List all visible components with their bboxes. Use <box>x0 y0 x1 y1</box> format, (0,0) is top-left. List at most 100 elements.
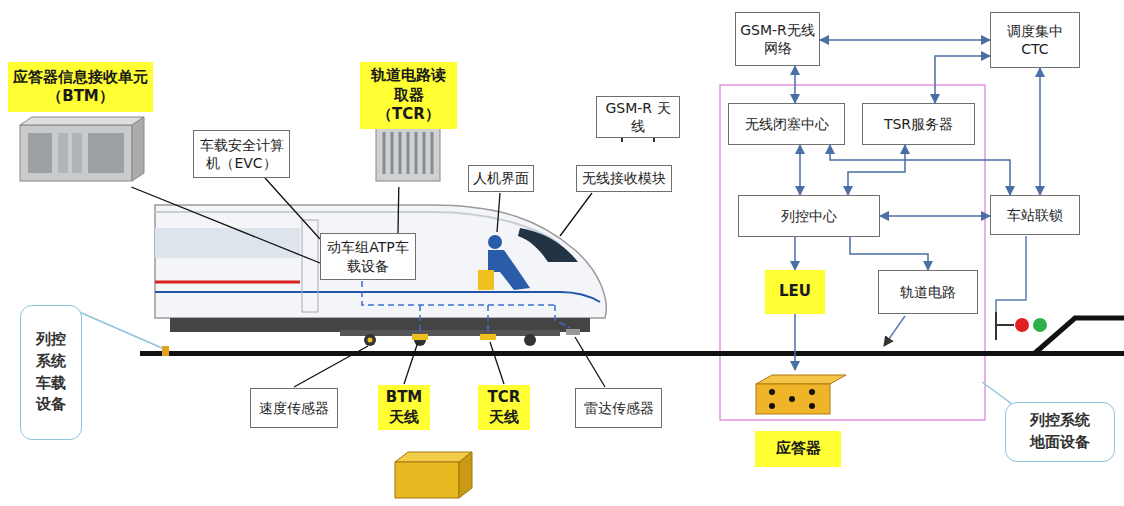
ground-region <box>720 85 985 420</box>
node-text: 列控系统地面设备 <box>1028 410 1092 454</box>
node-text: BTM 天线 <box>382 388 426 427</box>
process-box: 车站联锁 <box>990 195 1080 235</box>
btm-antenna-side <box>459 452 472 498</box>
connector <box>820 39 990 41</box>
connector <box>131 187 320 263</box>
process-box: 调度集中 CTC <box>990 12 1080 68</box>
train-red-stripe <box>155 281 300 284</box>
balise-top <box>756 375 846 384</box>
train-body <box>155 205 606 318</box>
callout-bubble: 列控系统车载设备 <box>20 305 82 440</box>
rail-track <box>140 351 1124 356</box>
balise-dot <box>809 389 815 395</box>
leader-line <box>490 342 504 384</box>
leader-line <box>294 346 368 387</box>
node-text: 无线闭塞中心 <box>745 115 829 133</box>
btm-device-panel <box>72 133 82 173</box>
node-text: 轨道电路 <box>900 283 956 301</box>
leader-line <box>560 193 592 236</box>
label-box: GSM-R 天线 <box>596 96 680 138</box>
wheel <box>364 334 376 346</box>
balise-dot <box>789 396 795 402</box>
driver-seat <box>478 270 494 290</box>
track-feed-line <box>884 316 905 346</box>
yellow-label: 应答器 <box>750 370 846 467</box>
balise-dot <box>769 389 775 395</box>
connector <box>265 178 320 239</box>
process-box: TSR服务器 <box>862 103 975 145</box>
callout-tail <box>70 308 162 348</box>
label-box: 车载安全计算机（EVC） <box>193 130 290 178</box>
process-box: 列控中心 <box>738 195 880 237</box>
connector <box>850 237 928 270</box>
connector <box>799 145 801 195</box>
driver-body <box>488 250 530 290</box>
node-text: 列控中心 <box>781 207 837 225</box>
process-box: 动车组ATP车载设备 <box>320 233 416 280</box>
btm-device-top <box>20 117 144 125</box>
btm-device <box>20 125 132 181</box>
leader-line <box>497 193 500 232</box>
connector <box>880 215 990 217</box>
btm-device-panel <box>88 133 124 173</box>
yellow-label: LEU <box>765 270 825 314</box>
undercarriage <box>170 318 590 332</box>
label-box: 速度传感器 <box>250 388 338 428</box>
signal-wire <box>996 236 1026 312</box>
node-text: 调度集中 CTC <box>994 22 1076 58</box>
connector <box>1039 68 1041 195</box>
driver-head <box>488 235 502 249</box>
label-box: 雷达传感器 <box>575 388 662 428</box>
node-text: 车载安全计算机（EVC） <box>197 136 286 172</box>
branch-track <box>1035 318 1124 353</box>
track-marker <box>162 346 169 356</box>
node-text: GSM-R 天线 <box>600 99 676 135</box>
yellow-label: 应答器信息接收单元（BTM） <box>8 62 153 187</box>
windshield <box>518 228 578 262</box>
node-text: 列控系统车载设备 <box>35 329 67 416</box>
node-text: 动车组ATP车载设备 <box>324 238 412 274</box>
node-text: 车站联锁 <box>1007 206 1063 224</box>
tcr-device <box>376 125 440 181</box>
balise-dot <box>769 403 775 409</box>
radar-mount <box>566 329 580 335</box>
callout-tail <box>982 382 1012 404</box>
train-blue-stripe <box>155 292 600 302</box>
node-text: TSR服务器 <box>884 115 953 133</box>
node-text: 速度传感器 <box>259 399 329 417</box>
connector <box>794 66 796 103</box>
node-text: TCR 天线 <box>482 388 526 427</box>
process-box: 轨道电路 <box>878 270 978 314</box>
node-text: 应答器 <box>755 431 841 467</box>
connector <box>830 145 1010 195</box>
label-box: 人机界面 <box>468 165 534 192</box>
callout-bubble: 列控系统地面设备 <box>1005 402 1115 462</box>
signal-green-light <box>1033 318 1047 332</box>
yellow-label: 轨道电路读取器（TCR） <box>360 62 457 187</box>
wheel <box>524 334 536 346</box>
node-text: 应答器信息接收单元（BTM） <box>8 62 153 112</box>
signal-red-light <box>1015 318 1029 332</box>
train-window <box>155 228 300 258</box>
balise-dot <box>809 403 815 409</box>
leader-line <box>404 342 418 384</box>
speed-sensor-dot <box>368 338 373 343</box>
signal-arm <box>996 324 1014 326</box>
node-text: GSM-R无线网络 <box>739 21 816 57</box>
leader-line <box>575 337 605 387</box>
node-text: 无线接收模块 <box>582 169 666 187</box>
yellow-label: TCR 天线 <box>478 385 530 430</box>
btm-device-panel <box>58 133 68 173</box>
connector <box>848 145 905 195</box>
node-text: 轨道电路读取器（TCR） <box>360 62 457 129</box>
tcr-antenna-mount <box>480 334 496 340</box>
btm-antenna-picture <box>395 462 459 498</box>
btm-device-side <box>132 117 144 181</box>
node-text: LEU <box>779 282 811 302</box>
btm-device-panel <box>28 133 52 173</box>
label-box: 无线接收模块 <box>576 165 672 192</box>
onboard-cable <box>362 281 570 332</box>
node-text: 人机界面 <box>473 169 529 187</box>
